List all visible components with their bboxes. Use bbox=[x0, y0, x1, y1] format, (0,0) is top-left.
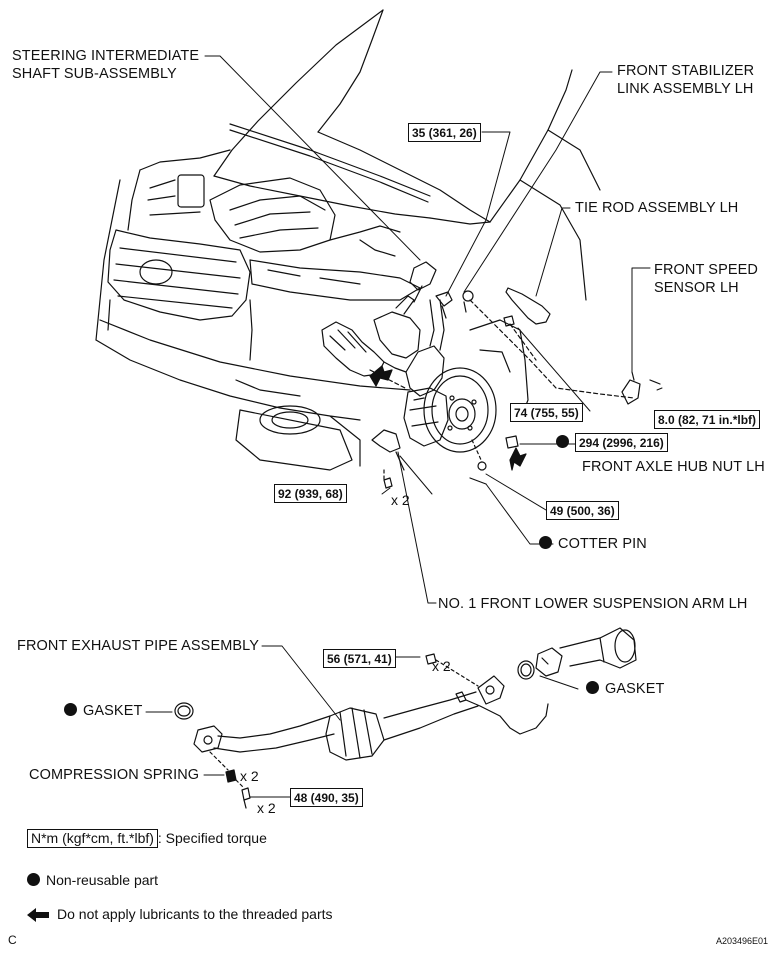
label-stabilizer-link-line1: FRONT STABILIZER bbox=[617, 63, 755, 79]
torque-box-8: 8.0 (82, 71 in.*lbf) bbox=[654, 410, 761, 429]
label-cotter-pin: COTTER PIN bbox=[539, 536, 647, 553]
exhaust-drawing bbox=[174, 627, 637, 809]
label-stabilizer-link-line2: LINK ASSEMBLY LH bbox=[617, 81, 754, 97]
label-speed-sensor-line2: SENSOR LH bbox=[654, 280, 739, 296]
label-steering-shaft-line1: STEERING INTERMEDIATE bbox=[12, 48, 200, 64]
qty-bolt-48: x 2 bbox=[257, 800, 276, 816]
legend-nonreusable-text: Non-reusable part bbox=[46, 872, 159, 888]
torque-box-92: 92 (939, 68) bbox=[274, 484, 347, 503]
suspension-drawing bbox=[321, 261, 661, 489]
legend-no-lubricant: Do not apply lubricants to the threaded … bbox=[27, 906, 333, 923]
corner-letter: C bbox=[8, 933, 17, 947]
legend-torque-unit: N*m (kgf*cm, ft.*lbf) bbox=[27, 829, 158, 848]
label-gasket-left-text: GASKET bbox=[83, 703, 143, 719]
torque-box-56: 56 (571, 41) bbox=[323, 649, 396, 668]
label-steering-shaft-line2: SHAFT SUB-ASSEMBLY bbox=[12, 66, 177, 82]
figure-code: A203496E01 bbox=[716, 936, 769, 946]
label-gasket-right: GASKET bbox=[586, 681, 664, 698]
nonreusable-dot-icon bbox=[539, 536, 552, 549]
torque-box-74: 74 (755, 55) bbox=[510, 403, 583, 422]
nonreusable-dot-icon bbox=[64, 703, 77, 716]
nonreusable-dot-icon bbox=[556, 435, 569, 448]
legend-no-lubricant-text: Do not apply lubricants to the threaded … bbox=[57, 906, 333, 922]
torque-box-294-value: 294 (2996, 216) bbox=[575, 433, 668, 452]
nonreusable-dot-icon bbox=[586, 681, 599, 694]
leader-lines bbox=[145, 55, 663, 798]
arrow-left-icon bbox=[27, 908, 49, 923]
label-gasket-left: GASKET bbox=[64, 703, 142, 720]
qty-spring: x 2 bbox=[240, 768, 259, 784]
label-gasket-right-text: GASKET bbox=[605, 681, 665, 697]
label-compression-spring: COMPRESSION SPRING bbox=[29, 767, 200, 783]
label-speed-sensor-line1: FRONT SPEED bbox=[654, 262, 758, 278]
qty-bolt-92: x 2 bbox=[391, 492, 410, 508]
label-cotter-pin-text: COTTER PIN bbox=[558, 536, 647, 552]
legend-torque-desc: : Specified torque bbox=[157, 830, 267, 846]
label-tie-rod: TIE ROD ASSEMBLY LH bbox=[575, 200, 739, 216]
label-lower-arm: NO. 1 FRONT LOWER SUSPENSION ARM LH bbox=[438, 596, 748, 612]
label-axle-hub-nut: FRONT AXLE HUB NUT LH bbox=[582, 459, 765, 475]
torque-box-48: 48 (490, 35) bbox=[290, 788, 363, 807]
nonreusable-dot-icon bbox=[27, 873, 40, 886]
legend-torque: N*m (kgf*cm, ft.*lbf): Specified torque bbox=[27, 829, 267, 848]
torque-box-294: 294 (2996, 216) bbox=[556, 433, 668, 452]
torque-box-35: 35 (361, 26) bbox=[408, 123, 481, 142]
vehicle-body-drawing bbox=[95, 9, 601, 471]
label-exhaust-pipe: FRONT EXHAUST PIPE ASSEMBLY bbox=[17, 638, 260, 654]
torque-box-49: 49 (500, 36) bbox=[546, 501, 619, 520]
legend-nonreusable: Non-reusable part bbox=[27, 872, 158, 889]
qty-nut-56: x 2 bbox=[432, 658, 451, 674]
